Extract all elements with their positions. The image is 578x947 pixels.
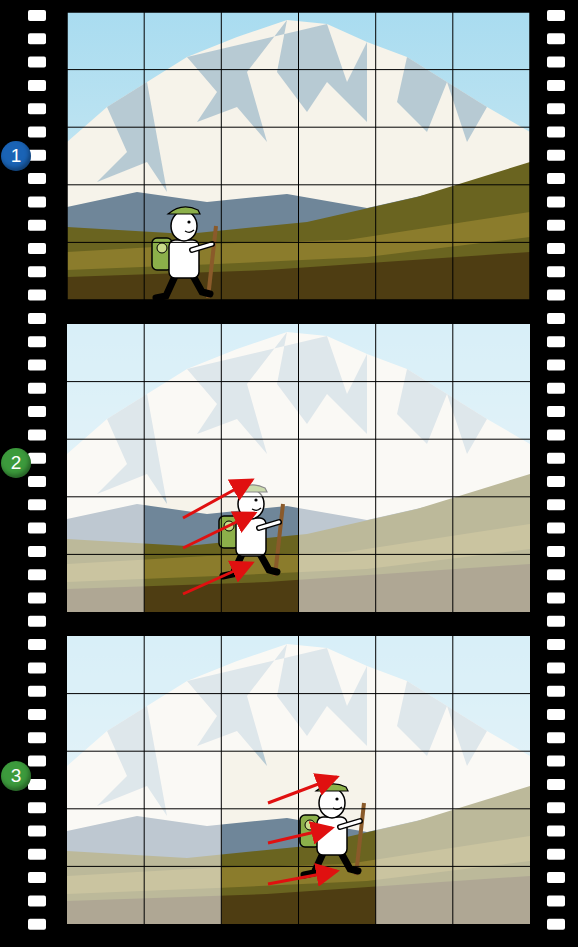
frame-three [67, 636, 530, 924]
motion-arrows [183, 480, 337, 884]
frame-two [67, 324, 530, 612]
callout-number: 3 [11, 765, 22, 787]
step-number-circle: 3 [1, 761, 31, 791]
sprocket-holes [28, 10, 565, 930]
frame-one [67, 12, 530, 300]
callout-number: 2 [11, 452, 22, 474]
step-number-circle: 1 [1, 141, 31, 171]
callout-number: 1 [11, 145, 22, 167]
step-number-circle: 2 [1, 448, 31, 478]
